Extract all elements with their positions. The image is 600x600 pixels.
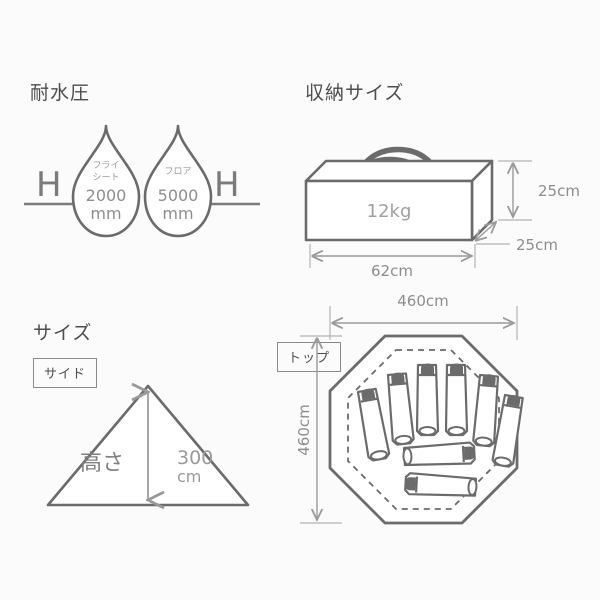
droplet-fly-sheet (71, 124, 141, 238)
side-view-diagram: 高さ 300 cm (35, 378, 265, 518)
bag-front-face (304, 179, 474, 242)
sleeping-bag-vertical-4 (444, 362, 469, 437)
size-heading: サイズ (33, 322, 93, 344)
tent-height-label: 高さ (80, 451, 124, 476)
tent-inner-room-dashed (347, 349, 500, 510)
droplet-right-value: 5000 (158, 186, 199, 205)
top-view-diagram: 460cm 460cm (295, 292, 590, 542)
unit-h-right: H (214, 165, 240, 205)
droplet-left-unit: mm (90, 204, 121, 223)
section-water-resistance: 耐水圧 (30, 78, 90, 105)
dim-depth-label: 25cm (516, 236, 558, 254)
size-badge-wrap: サイド (33, 358, 98, 388)
droplet-left-value: 2000 (86, 186, 127, 205)
badge-side: サイド (33, 358, 98, 388)
topview-dim-width-label: 460cm (397, 292, 449, 310)
droplet-left-label-1: フライ (92, 160, 119, 171)
droplet-right-label-1: フロア (164, 167, 191, 177)
water-resistance-heading: 耐水圧 (30, 82, 91, 104)
bag-weight-label: 12kg (367, 201, 412, 222)
droplet-left-label-2: シート (92, 173, 119, 183)
section-size: サイズ (33, 318, 92, 345)
section-storage-size: 収納サイズ (305, 78, 404, 105)
storage-size-diagram: 12kg 25cm 25cm 62cm (300, 128, 590, 280)
topview-dim-height-label: 460cm (295, 404, 313, 456)
tent-height-unit: cm (177, 467, 201, 486)
bag-top-face (304, 159, 494, 183)
dim-height-label: 25cm (538, 182, 580, 200)
tent-height-value: 300 (177, 447, 213, 469)
dim-depth-arrow (476, 222, 496, 240)
droplet-floor (143, 124, 213, 238)
droplet-right-unit: mm (162, 204, 193, 223)
water-resistance-diagram: H H フライ シート 2000 mm フロア 5000 mm (18, 118, 268, 253)
storage-size-heading: 収納サイズ (305, 82, 405, 104)
unit-h-left-group: H (24, 165, 78, 206)
unit-h-left: H (36, 165, 62, 205)
sleeping-bag-vertical-3 (415, 362, 440, 437)
unit-h-right-group: H (206, 165, 260, 206)
dim-width-label: 62cm (371, 262, 413, 280)
